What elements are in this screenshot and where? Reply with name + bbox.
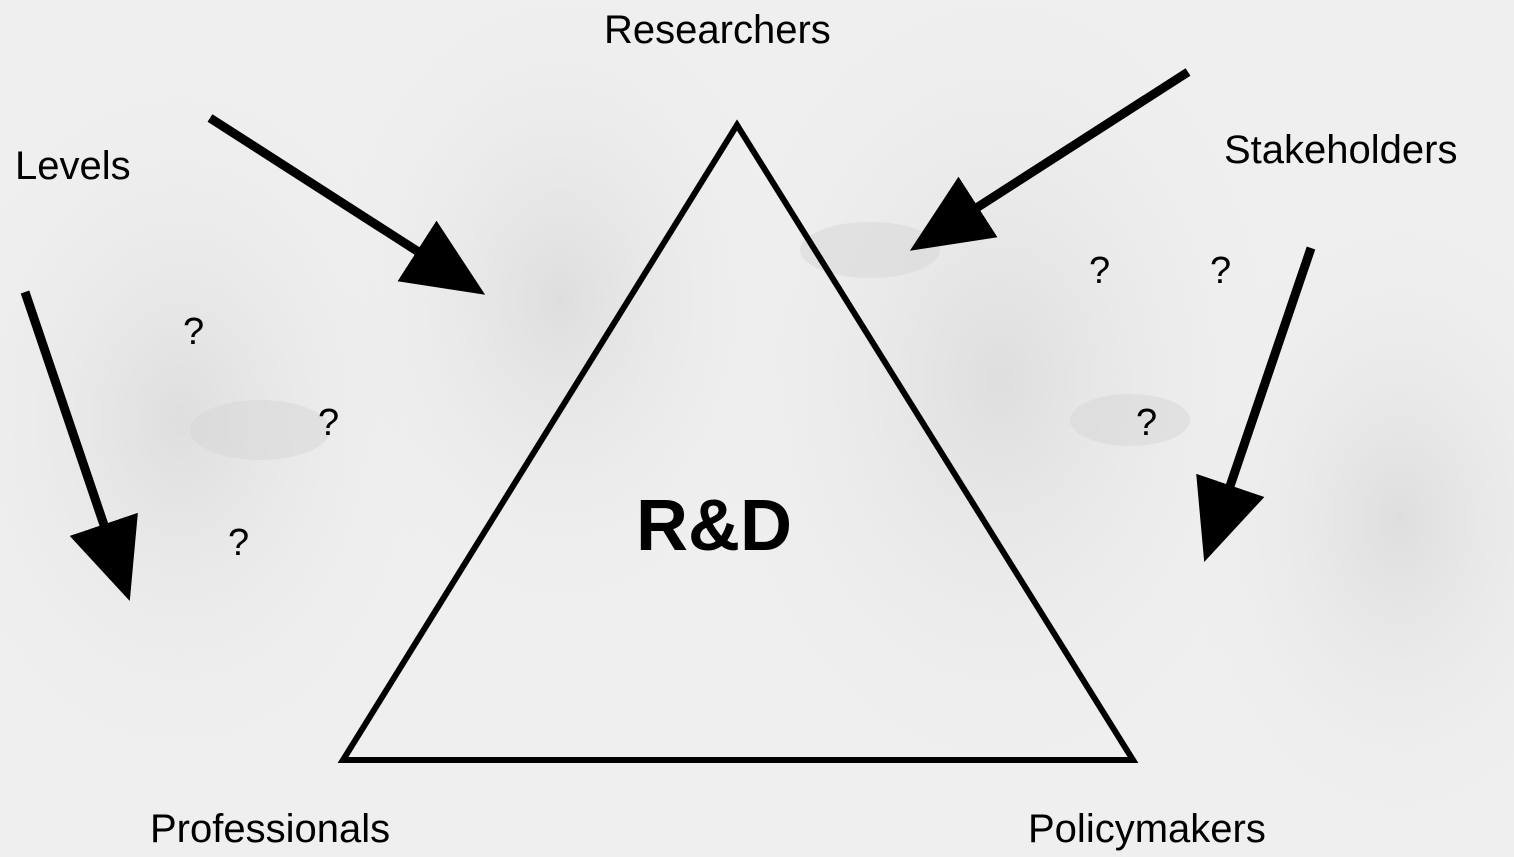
question-mark: ?	[228, 522, 250, 564]
question-mark: ?	[318, 402, 340, 444]
triangle-shape	[337, 119, 1139, 763]
label-stakeholders: Stakeholders	[1224, 128, 1458, 172]
center-label-rd: R&D	[636, 486, 792, 566]
label-professionals: Professionals	[150, 807, 391, 851]
arrow-icon-right	[1196, 246, 1316, 563]
label-levels: Levels	[15, 144, 131, 188]
question-mark: ?	[1210, 250, 1232, 292]
question-mark: ?	[1089, 250, 1111, 292]
label-policymakers: Policymakers	[1028, 807, 1266, 851]
arrow-icon-top-right	[909, 68, 1191, 251]
arrow-icon-top-left	[207, 114, 486, 295]
question-mark: ?	[183, 311, 205, 353]
arrow-icon-left	[20, 290, 138, 602]
question-mark: ?	[1136, 402, 1158, 444]
label-researchers: Researchers	[604, 8, 831, 52]
